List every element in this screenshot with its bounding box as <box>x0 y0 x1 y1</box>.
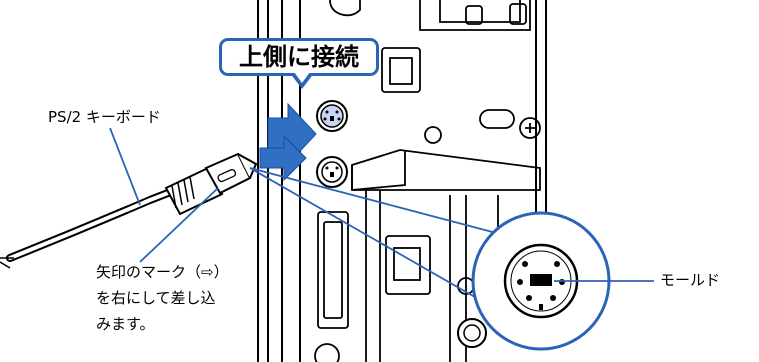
mold-zoom-circle <box>471 211 611 351</box>
instruction-line-1: 矢印のマーク（⇨） <box>96 263 229 281</box>
rear-panel <box>299 0 541 362</box>
zoom-guide-lines <box>249 167 501 301</box>
ps2-port-upper <box>316 100 348 132</box>
bottom-port <box>457 318 487 348</box>
ps2-connector-icon <box>164 152 258 216</box>
callout-tail-inner <box>294 72 310 83</box>
ps2-port-lower <box>316 156 348 188</box>
leader-lines <box>109 127 654 282</box>
instruction-line-2: を右にして差し込 <box>96 289 216 307</box>
instruction-line-3: みます。 <box>96 315 155 333</box>
right-arrow-icon <box>259 102 317 182</box>
keyboard-label: PS/2 キーボード <box>48 108 161 126</box>
mold-label: モールド <box>660 271 721 289</box>
keyboard-cable <box>0 189 172 269</box>
callout-connect-upper: 上側に接続 <box>219 38 379 76</box>
